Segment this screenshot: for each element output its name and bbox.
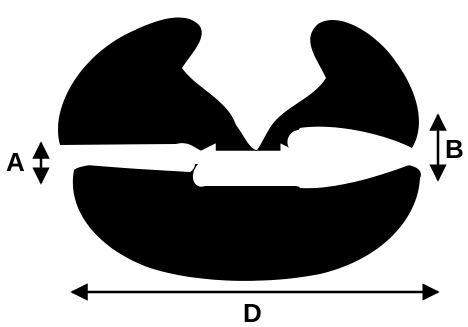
label-d: D — [243, 298, 262, 327]
label-c: C — [238, 161, 257, 191]
profile-upper-body — [58, 17, 419, 152]
label-a: A — [6, 147, 25, 177]
right-cavity — [293, 126, 418, 189]
left-slot — [58, 146, 196, 172]
profile-lower-body — [72, 163, 421, 281]
label-b: B — [445, 134, 464, 164]
